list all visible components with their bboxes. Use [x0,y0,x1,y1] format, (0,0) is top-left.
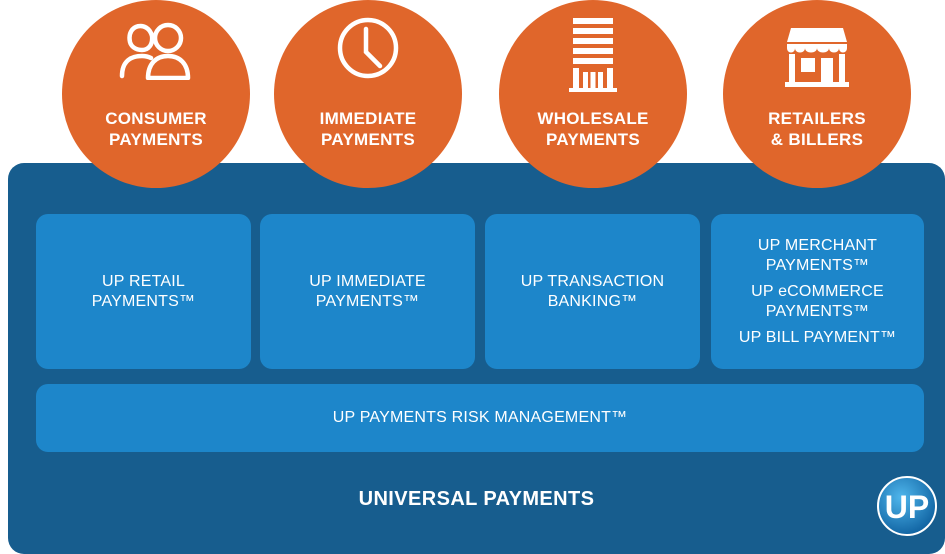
ecommerce-payments-line1: UP eCOMMERCE [751,282,884,300]
segment-label-line2: & BILLERS [770,130,864,149]
segment-label-line1: WHOLESALE [537,109,649,128]
risk-management-label: UP PAYMENTS RISK MANAGEMENT™ [332,409,628,426]
segment-wholesale-payments: WHOLESALE PAYMENTS [499,0,687,188]
ecommerce-payments-label: UP eCOMMERCE PAYMENTS™ [751,282,884,322]
segment-retailers-billers: RETAILERS & BILLERS [723,0,911,188]
up-logo-text: UP [885,489,929,525]
product-up-immediate-payments: UP IMMEDIATE PAYMENTS™ [260,214,475,369]
segment-label-line2: PAYMENTS [320,130,416,149]
ecommerce-payments-line2: PAYMENTS™ [765,302,870,320]
segment-label-line1: RETAILERS [768,109,866,128]
product-up-transaction-banking: UP TRANSACTION BANKING™ [485,214,700,369]
product-label-line2: BANKING™ [547,292,638,310]
building-icon [569,18,617,92]
segment-immediate-payments: IMMEDIATE PAYMENTS [274,0,462,188]
product-label-line1: UP TRANSACTION [520,272,665,290]
product-label-line1: UP RETAIL [101,272,185,290]
segment-label-line1: IMMEDIATE [319,109,417,128]
universal-payments-label: UNIVERSAL PAYMENTS [358,488,595,510]
bill-payment-label: UP BILL PAYMENT™ [738,328,897,346]
merchant-payments-line1: UP MERCHANT [757,236,878,254]
risk-management-bar: UP PAYMENTS RISK MANAGEMENT™ [36,384,924,452]
product-label-line1: UP IMMEDIATE [309,272,426,290]
product-retailer-suite: UP MERCHANT PAYMENTS™ UP eCOMMERCE PAYME… [711,214,924,369]
clock-icon [337,17,399,79]
segment-consumer-payments: CONSUMER PAYMENTS [62,0,250,188]
segment-label-line2: PAYMENTS [108,130,204,149]
product-label-line2: PAYMENTS™ [315,292,420,310]
up-logo-icon: UP [877,476,937,536]
product-up-retail-payments: UP RETAIL PAYMENTS™ [36,214,251,369]
segment-label-line2: PAYMENTS [545,130,641,149]
merchant-payments-line2: PAYMENTS™ [765,256,870,274]
store-icon [785,28,849,87]
segment-label-line1: CONSUMER [105,109,207,128]
product-label-line2: PAYMENTS™ [91,292,196,310]
users-icon [119,22,191,80]
